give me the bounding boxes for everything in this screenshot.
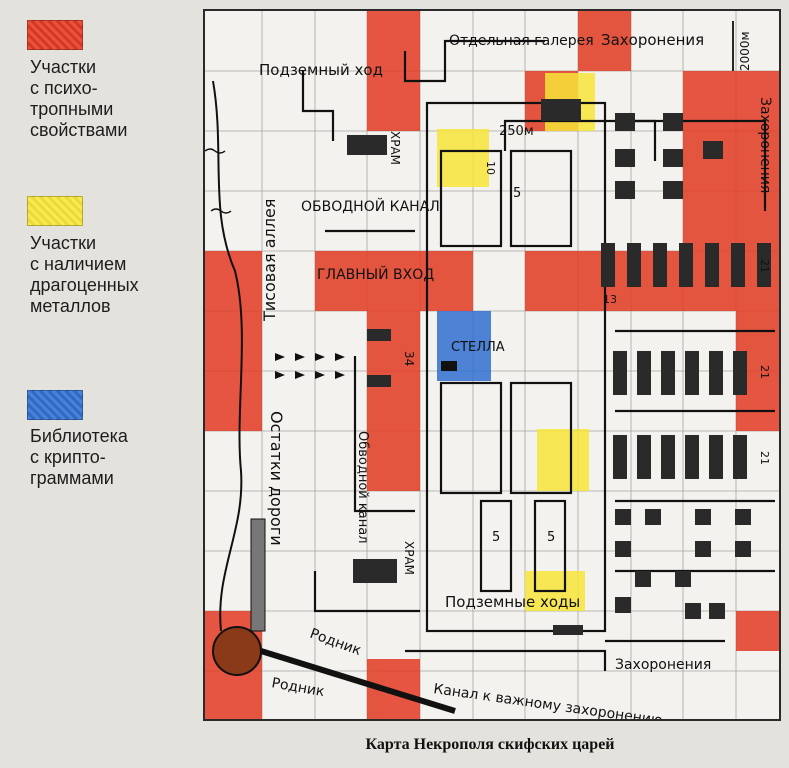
map-caption: Карта Некрополя скифских царей xyxy=(365,736,615,753)
legend-label-psychotropic: Участки с психо- тропными свойствами xyxy=(30,57,128,140)
label-scale-2000: 2000м xyxy=(738,31,752,71)
label-num-10: 10 xyxy=(484,161,497,175)
label-burials-right: Захоронения xyxy=(757,97,773,193)
label-num-5b: 5 xyxy=(492,530,500,545)
label-yew-alley: Тисовая аллея xyxy=(260,199,279,322)
legend-swatch-psychotropic xyxy=(27,20,83,50)
burial-blocks xyxy=(347,99,771,635)
label-bypass-canal-top: ОБВОДНОЙ КАНАЛ xyxy=(301,197,440,215)
canal-line xyxy=(260,648,456,714)
label-burials-top: Захоронения xyxy=(601,31,704,49)
label-num-21c: 21 xyxy=(758,451,771,465)
label-num-5a: 5 xyxy=(513,186,521,201)
legend: Участки с психо- тропными свойствами Уча… xyxy=(0,0,200,768)
road-remains-mark xyxy=(250,518,266,632)
label-road-remains: Остатки дороги xyxy=(267,411,286,546)
label-stele: СТЕЛЛА xyxy=(451,340,505,355)
label-main-entrance: ГЛАВНЫЙ ВХОД xyxy=(317,265,434,283)
stele-mark xyxy=(441,361,457,371)
label-underground-passage: Подземный ход xyxy=(259,61,383,79)
label-burials-bottom: Захоронения xyxy=(615,657,711,673)
map-structures xyxy=(301,39,775,671)
label-spring-1: Родник xyxy=(308,626,364,659)
legend-label-library: Библиотека с крипто- граммами xyxy=(30,426,128,488)
necropolis-map: Отдельная галерея Захоронения 2000м Захо… xyxy=(203,9,781,721)
label-num-21a: 21 xyxy=(758,259,771,273)
label-num-5c: 5 xyxy=(547,530,555,545)
yew-alley-wavy xyxy=(205,148,232,214)
label-num-13: 13 xyxy=(603,293,617,306)
legend-swatch-library xyxy=(27,390,83,420)
legend-swatch-precious-metals xyxy=(27,196,83,226)
label-bypass-canal-mid: Обводной канал xyxy=(355,431,370,543)
label-temple-bottom: ХРАМ xyxy=(402,541,416,575)
label-num-21b: 21 xyxy=(758,365,771,379)
label-underground-passages: Подземные ходы xyxy=(445,593,580,611)
label-spring-2: Родник xyxy=(270,675,325,700)
label-dim-34: 34 xyxy=(402,351,416,366)
label-dim-250: 250м xyxy=(499,124,534,139)
spring-circle xyxy=(212,626,262,676)
entrance-arrows xyxy=(275,353,345,379)
map-drawing: Отдельная галерея Захоронения 2000м Захо… xyxy=(205,11,779,719)
legend-label-precious-metals: Участки с наличием драгоценных металлов xyxy=(30,233,139,316)
yew-alley-path xyxy=(212,80,243,632)
label-canal-to-burial: Канал к важному захоронению xyxy=(432,681,663,719)
label-separate-gallery: Отдельная галерея xyxy=(449,33,594,49)
label-temple-top: ХРАМ xyxy=(388,131,402,165)
